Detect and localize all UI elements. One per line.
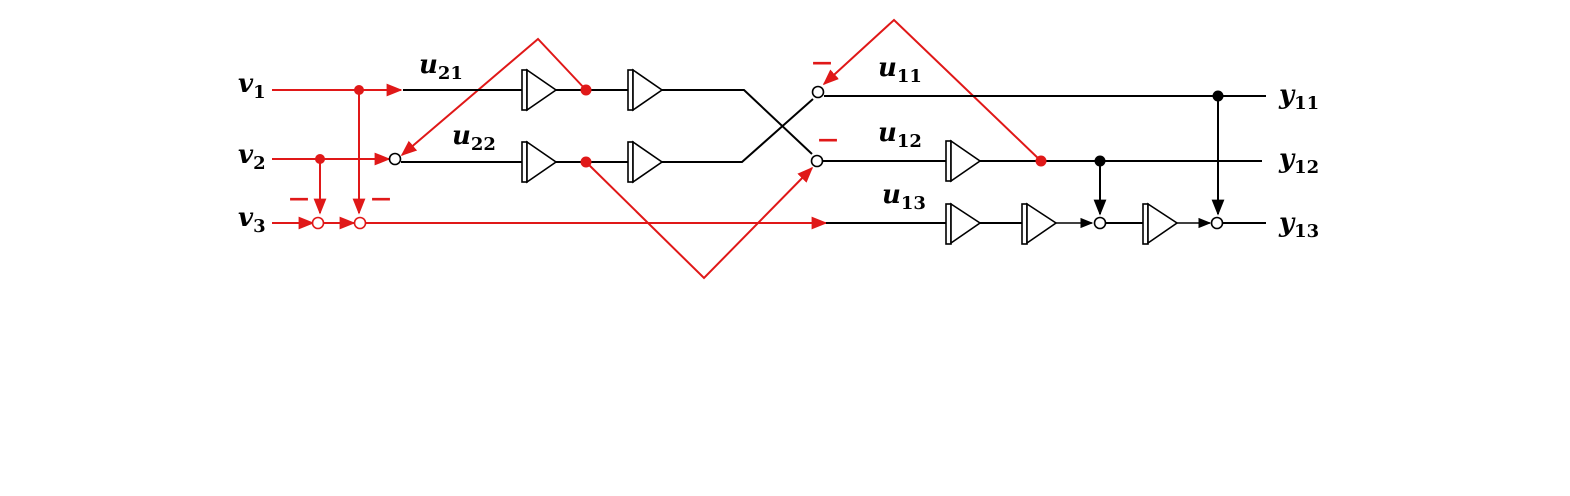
branch-point	[354, 85, 364, 95]
integrator-block	[521, 68, 558, 112]
stage-labels: u21 u22 u11 u12 u13	[419, 50, 926, 214]
integrator-block	[945, 139, 982, 183]
main-network	[401, 89, 1266, 229]
minus-signs: — — — —	[289, 50, 838, 210]
minus-sign: —	[371, 186, 391, 210]
minus-sign: —	[818, 127, 838, 151]
summing-junction	[353, 216, 367, 230]
branch-point	[315, 154, 325, 164]
label-u22: u22	[452, 121, 496, 155]
blocks	[521, 68, 1179, 245]
integrator-block	[945, 202, 982, 245]
label-u12: u12	[878, 118, 922, 152]
cross-feed-22-to-12	[585, 161, 814, 280]
branch-point	[1035, 155, 1047, 167]
decoupler-network	[272, 18, 1042, 280]
output-label-y11: y11	[1278, 80, 1319, 114]
integrator-block	[627, 68, 664, 112]
summing-junction	[810, 154, 824, 168]
output-label-y12: y12	[1278, 144, 1319, 178]
integrator-block	[1142, 202, 1179, 245]
cross-feed-12-to-11	[822, 18, 1042, 162]
minus-sign: —	[289, 186, 309, 210]
output-label-y13: y13	[1278, 208, 1319, 242]
input-label-v2: v2	[238, 140, 266, 174]
branch-point	[1094, 155, 1106, 167]
branch-point	[1212, 90, 1224, 102]
label-u11: u11	[878, 53, 922, 87]
summing-junction	[811, 85, 825, 99]
junctions	[311, 84, 1224, 230]
output-labels: y11 y12 y13	[1278, 80, 1319, 242]
integrator-block	[627, 140, 664, 184]
branch-point	[580, 156, 592, 168]
summing-junction	[311, 216, 325, 230]
input-labels: v1 v2 v3	[238, 69, 266, 237]
minus-sign: —	[812, 50, 832, 74]
u21-out-line	[662, 89, 813, 155]
summing-junction	[1093, 216, 1107, 230]
branch-point	[580, 84, 592, 96]
input-label-v1: v1	[238, 69, 266, 103]
input-label-v3: v3	[238, 203, 266, 237]
integrator-block	[1021, 202, 1058, 245]
summing-junction	[388, 152, 402, 166]
u22-out-line	[662, 98, 814, 163]
label-u13: u13	[882, 180, 926, 214]
label-u21: u21	[419, 50, 463, 84]
integrator-block	[521, 140, 558, 184]
summing-junction	[1210, 216, 1224, 230]
cross-feed-21-to-22	[400, 37, 587, 157]
